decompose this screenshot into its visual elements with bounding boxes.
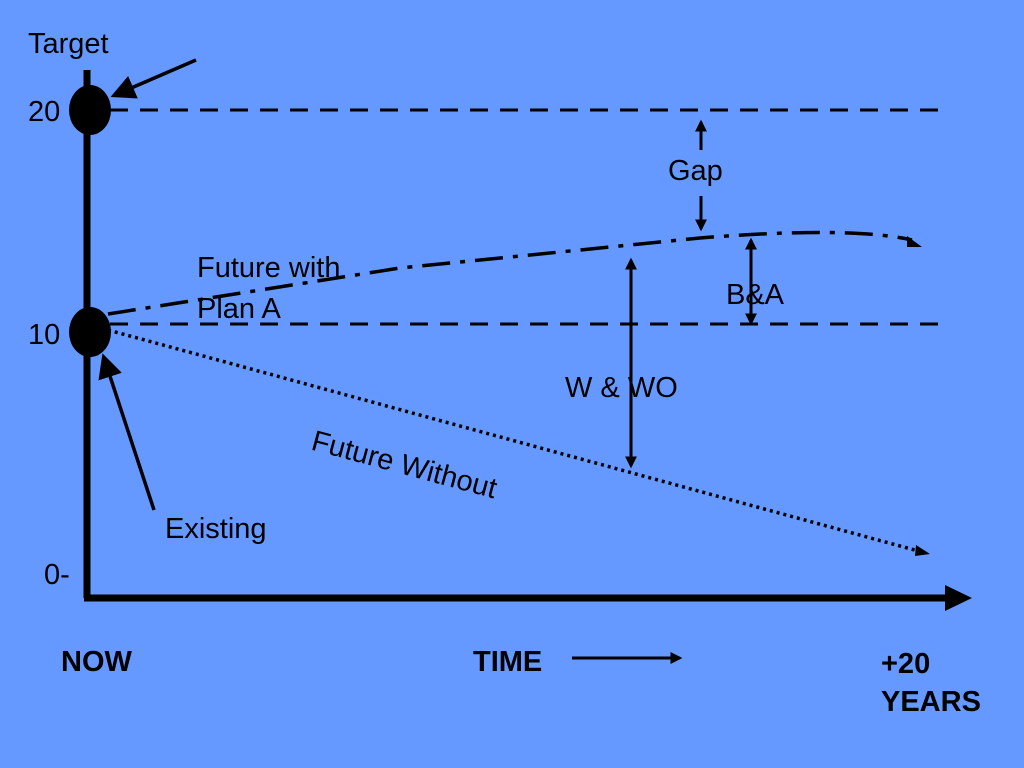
w-and-wo-label: W & WO <box>565 372 678 404</box>
b-and-a-label: B&A <box>726 279 785 311</box>
future-without-line <box>107 328 923 554</box>
target-pointer-arrow <box>110 58 197 99</box>
y-tick-10: 10 <box>28 319 61 351</box>
existing-label: Existing <box>165 513 267 545</box>
time-label: TIME <box>473 646 543 678</box>
end-label-line2: YEARS <box>881 686 981 718</box>
now-label: NOW <box>61 646 132 678</box>
y-tick-0: 0- <box>44 559 70 591</box>
x-axis-arrowhead <box>945 585 972 611</box>
future-with-label-line1: Future with <box>197 252 341 284</box>
future-with-label-line2: Plan A <box>197 293 281 325</box>
future-with-plan-a-curve <box>107 230 913 316</box>
y-tick-20: 20 <box>28 96 61 128</box>
future-without-arrowhead <box>915 545 930 556</box>
future-with-arrowhead <box>907 236 922 247</box>
gap-label: Gap <box>668 155 723 187</box>
target-marker <box>69 85 111 135</box>
target-label: Target <box>28 28 109 60</box>
end-label-line1: +20 <box>881 648 931 680</box>
existing-pointer-arrow <box>98 353 156 511</box>
existing-marker <box>69 307 111 357</box>
